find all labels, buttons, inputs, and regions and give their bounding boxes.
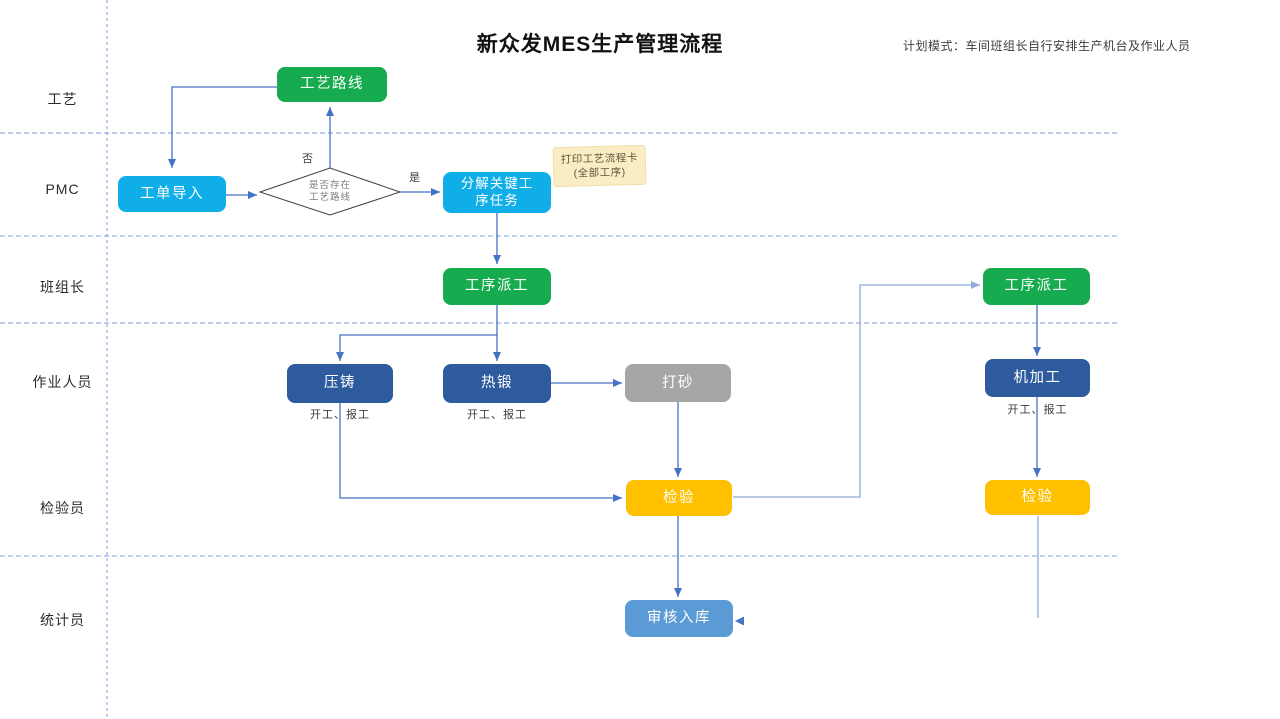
machining-sublabel: 开工、报工 bbox=[1007, 404, 1068, 416]
decompose-line2: 序任务 bbox=[475, 192, 519, 208]
lane-label-process: 工艺 bbox=[47, 91, 78, 107]
node-dispatch-right[interactable]: 工序派工 bbox=[983, 268, 1090, 305]
node-decompose-key-tasks[interactable]: 分解关键工 序任务 bbox=[443, 172, 551, 213]
decompose-line1: 分解关键工 bbox=[460, 175, 534, 191]
node-machining[interactable]: 机加工 bbox=[985, 359, 1090, 397]
note-line1: 打印工艺流程卡 bbox=[560, 151, 638, 166]
node-inspection-left[interactable]: 检验 bbox=[626, 480, 732, 516]
node-sanding[interactable]: 打砂 bbox=[625, 364, 731, 402]
node-order-import[interactable]: 工单导入 bbox=[118, 176, 226, 212]
node-warehouse-audit[interactable]: 审核入库 bbox=[625, 600, 733, 637]
lane-label-statistician: 统计员 bbox=[40, 612, 85, 628]
lane-label-operator: 作业人员 bbox=[32, 374, 93, 390]
note-print-flow-card[interactable]: 打印工艺流程卡 (全部工序) bbox=[552, 144, 647, 188]
node-hot-forging[interactable]: 热锻 bbox=[443, 364, 551, 403]
warehouse-arrowhead bbox=[735, 616, 744, 626]
die-casting-sublabel: 开工、报工 bbox=[310, 409, 370, 421]
lane-separators bbox=[0, 0, 1118, 719]
node-die-casting[interactable]: 压铸 bbox=[287, 364, 393, 403]
page-title: 新众发MES生产管理流程 bbox=[476, 33, 724, 56]
decision-no-label: 否 bbox=[302, 153, 313, 165]
decision-text-line2: 工艺路线 bbox=[308, 191, 351, 203]
node-dispatch-left[interactable]: 工序派工 bbox=[443, 268, 551, 305]
hot-forging-sublabel: 开工、报工 bbox=[467, 409, 527, 421]
note-line2: (全部工序) bbox=[573, 166, 626, 180]
node-inspection-right[interactable]: 检验 bbox=[985, 480, 1090, 515]
lane-label-teamleader: 班组长 bbox=[40, 279, 85, 295]
decision-text-line1: 是否存在 bbox=[308, 180, 351, 191]
node-process-route[interactable]: 工艺路线 bbox=[277, 67, 387, 102]
node-decision-route-exists[interactable]: 是否存在 工艺路线 bbox=[260, 168, 400, 215]
lane-label-pmc: PMC bbox=[45, 181, 80, 197]
decision-yes-label: 是 bbox=[409, 172, 420, 184]
lane-label-inspector: 检验员 bbox=[40, 500, 85, 516]
plan-mode-annotation: 计划模式：车间班组长自行安排生产机台及作业人员 bbox=[903, 39, 1191, 53]
flow-connectors-light bbox=[733, 281, 1039, 618]
